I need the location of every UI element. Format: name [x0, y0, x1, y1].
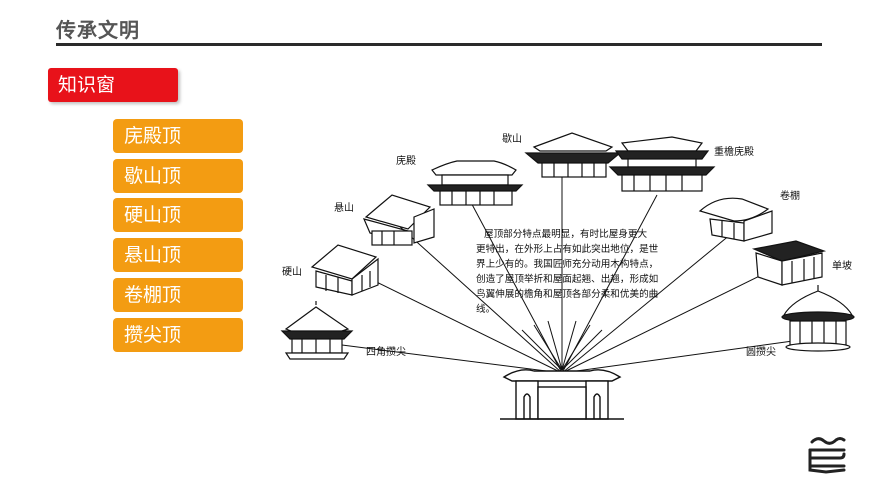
label-juanpeng: 卷棚 — [780, 189, 800, 202]
caption-line: 屋顶部分特点最明显，有时比屋身更大 — [484, 228, 647, 240]
label-xuanshan: 悬山 — [334, 202, 354, 214]
label-yingshan: 硬山 — [282, 266, 302, 278]
wudian-icon — [426, 160, 524, 206]
label-sijiao: 四角攒尖 — [366, 345, 406, 358]
roof-diagram: 庑殿 歇山 重檐庑殿 悬山 卷棚 硬山 单坡 四角攒尖 圆攒尖 屋顶部分特点最明… — [280, 132, 855, 420]
caption-line: 鸟翼伸展的檐角和屋顶各部分柔和优美的曲 — [476, 288, 658, 300]
roof-item-xieshan[interactable]: 歇山顶 — [113, 159, 243, 193]
roof-item-yingshan[interactable]: 硬山顶 — [113, 198, 243, 232]
label-chongyan: 重檐庑殿 — [714, 145, 754, 158]
yuan-cuanjian-icon — [781, 285, 855, 352]
roof-item-juanpeng[interactable]: 卷棚顶 — [113, 278, 243, 312]
juanpeng-icon — [698, 197, 773, 242]
roof-item-xuanshan[interactable]: 悬山顶 — [113, 238, 243, 272]
caption-line: 创造了屋顶举折和屋面起翘、出翘，形成如 — [476, 273, 658, 285]
roof-item-wudian[interactable]: 庑殿顶 — [113, 119, 243, 153]
sijiao-cuanjian-icon — [280, 301, 354, 360]
xuanshan-icon — [362, 194, 435, 246]
roof-item-cuanjian[interactable]: 攒尖顶 — [113, 318, 243, 352]
chongyan-wudian-icon — [608, 136, 716, 192]
yingshan-icon — [310, 244, 379, 296]
caption-line: 更特出，在外形上占有如此突出地位，是世 — [476, 243, 659, 255]
caption-line: 界上少有的。我国匠师充分动用木构特点， — [476, 258, 658, 270]
gate-icon — [500, 369, 624, 420]
caption-line: 线。 — [476, 303, 495, 315]
label-yuan: 圆攒尖 — [746, 345, 776, 358]
label-xieshan: 歇山 — [502, 133, 522, 145]
label-wudian: 庑殿 — [396, 154, 416, 167]
title-divider — [56, 43, 822, 46]
danpo-icon — [751, 240, 827, 286]
label-danpo: 单坡 — [832, 259, 852, 272]
cloud-book-logo-icon — [808, 437, 846, 474]
section-tag: 知识窗 — [48, 68, 178, 102]
xieshan-icon — [524, 132, 622, 178]
diagram-caption: 屋顶部分特点最明显，有时比屋身更大 更特出，在外形上占有如此突出地位，是世 界上… — [476, 228, 659, 315]
page-title: 传承文明 — [56, 18, 140, 42]
